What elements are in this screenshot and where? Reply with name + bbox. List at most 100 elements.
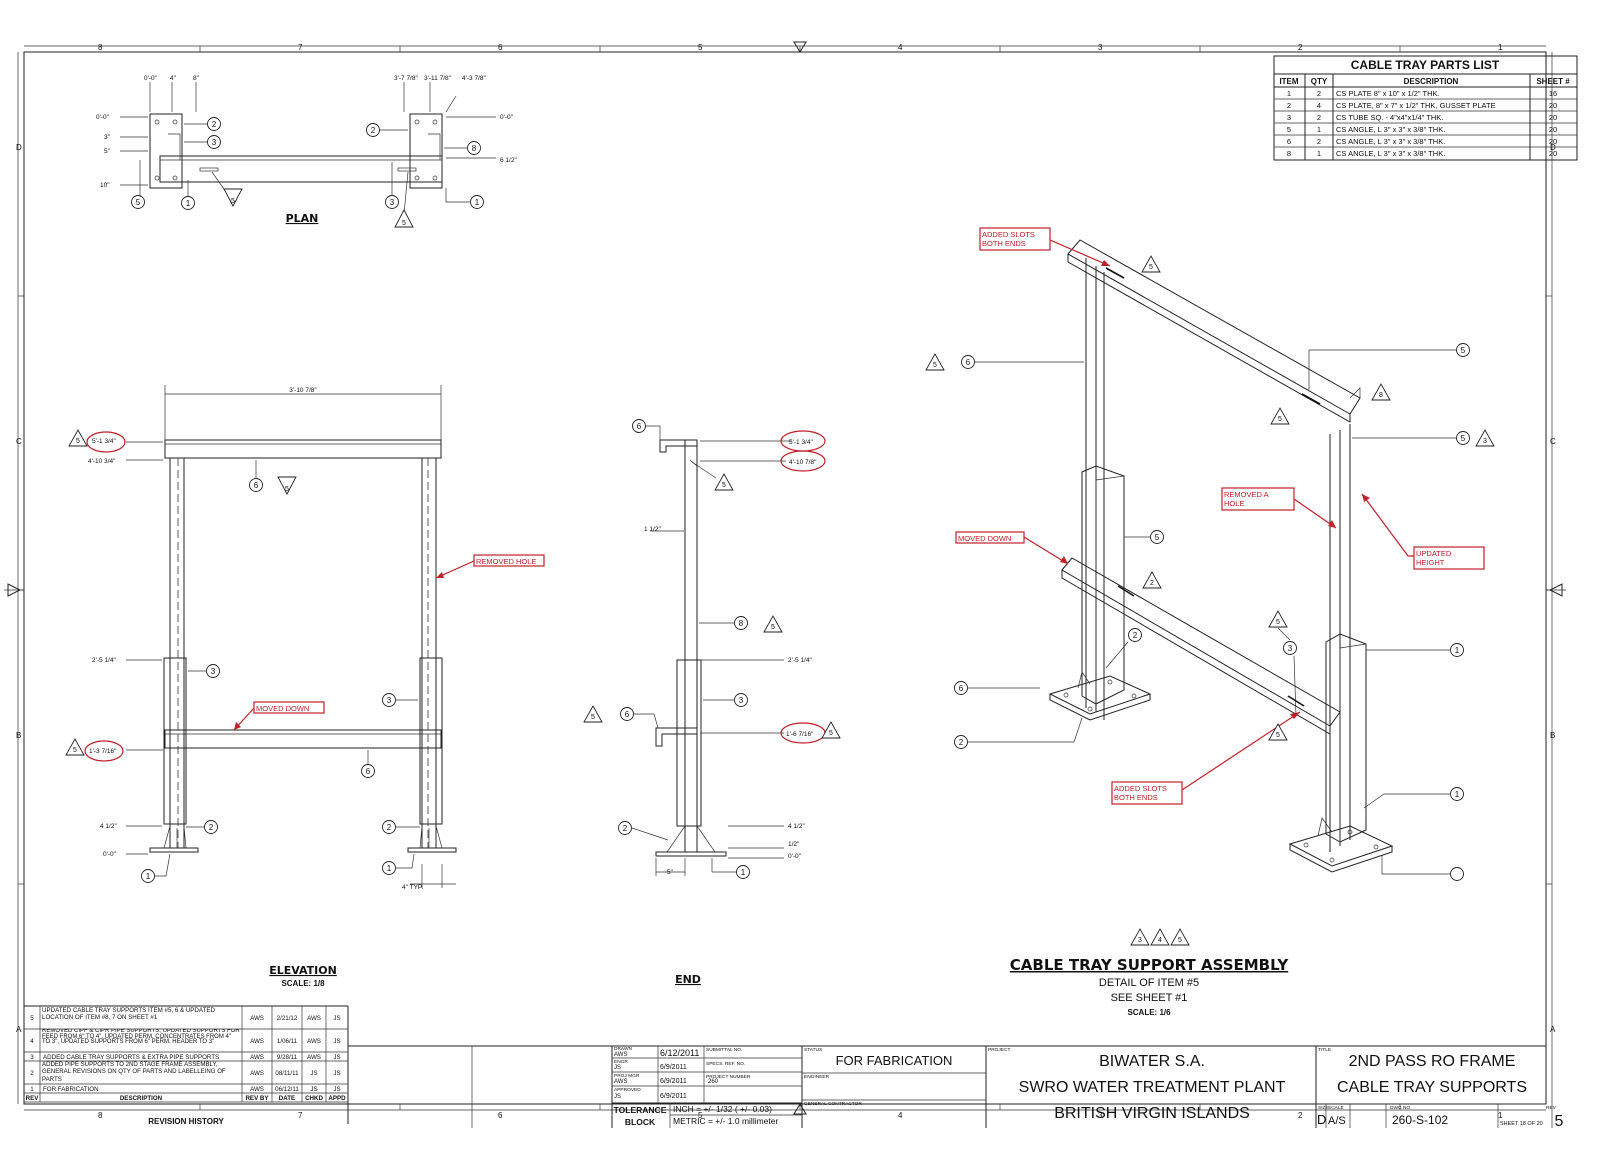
tolerance-label: TOLERANCE: [614, 1105, 667, 1115]
callout-bubble: 6: [966, 358, 971, 367]
elevation-scale: SCALE: 1/8: [281, 979, 325, 988]
zone-row-left: A: [16, 1025, 22, 1034]
zone-col-bottom: 1: [1498, 1111, 1503, 1120]
plan-dim: 3'-7 7/8": [394, 75, 418, 82]
callout-bubble: 5: [1155, 533, 1160, 542]
parts-sheet: 20: [1549, 149, 1557, 158]
rev-header: APPD: [328, 1095, 346, 1102]
plan-dim: 3": [104, 134, 111, 141]
revision-triangle: 5: [829, 730, 833, 737]
plan-dim: 5": [104, 148, 111, 155]
callout-bubble: 1: [146, 872, 151, 881]
table-row: 1 FOR FABRICATION AWS 06/12/11 JS JS: [30, 1086, 340, 1093]
parts-list-header: DESCRIPTION: [1404, 77, 1459, 86]
end-dim: 4 1/2": [788, 823, 805, 830]
revision-triangle: 5: [1278, 416, 1282, 423]
callout-bubble: 2: [209, 823, 214, 832]
tb-value: 6/9/2011: [660, 1093, 687, 1100]
assembly-title: CABLE TRAY SUPPORT ASSEMBLY: [1010, 956, 1290, 974]
rev-number: 2: [30, 1070, 34, 1077]
rev-number: 1: [30, 1086, 34, 1093]
parts-item: 3: [1287, 113, 1291, 122]
callout-bubble: 5: [136, 198, 141, 207]
revision-triangle: 5: [231, 198, 235, 205]
plan-dim: 10": [100, 182, 110, 189]
revision-triangle: 5: [722, 482, 726, 489]
revision-triangle: 8: [1379, 392, 1383, 399]
zone-col-bottom: 4: [898, 1111, 903, 1120]
zone-col-bottom: 7: [298, 1111, 303, 1120]
drawing-title-line: CABLE TRAY SUPPORTS: [1337, 1079, 1527, 1096]
callout-bubble: 3: [387, 696, 392, 705]
size-value: D: [1317, 1112, 1326, 1127]
callout-bubble: 2: [212, 120, 217, 129]
tb-value: JS: [614, 1065, 621, 1071]
elevation-dim: 0'-0": [103, 851, 117, 858]
rev-header: CHKD: [305, 1095, 323, 1102]
zone-row-right: D: [1550, 143, 1556, 152]
tb-label: SUBMITTAL NO.: [706, 1047, 742, 1053]
rev-appd: JS: [333, 1070, 340, 1077]
revision-triangle: 5: [591, 714, 595, 721]
parts-qty: 2: [1317, 113, 1321, 122]
plan-dim: 8": [193, 75, 200, 82]
revision-triangle: 5: [76, 438, 80, 445]
end-dim: 2'-5 1/4": [788, 657, 812, 664]
tb-label: SCALE: [1328, 1105, 1344, 1111]
parts-item: 6: [1287, 137, 1291, 146]
zone-col-top: 8: [98, 43, 103, 52]
rev-by: AWS: [250, 1038, 264, 1045]
revision-triangle: 5: [933, 362, 937, 369]
table-row: 5 1 CS ANGLE, L 3" x 3" x 3/8" THK. 20: [1287, 125, 1557, 134]
table-row: 5 UPDATED CABLE TRAY SUPPORTS ITEM #5, 6…: [30, 1007, 340, 1022]
parts-qty: 1: [1317, 149, 1321, 158]
end-dim: 1 1/2": [644, 526, 661, 533]
status-value: FOR FABRICATION: [836, 1053, 953, 1068]
tolerance-metric: METRIC = +/- 1.0 millimeter: [673, 1116, 778, 1126]
parts-qty: 2: [1317, 137, 1321, 146]
revision-triangle: 5: [1276, 732, 1280, 739]
callout-bubble: 2: [623, 824, 628, 833]
zone-row-left: D: [16, 143, 22, 152]
tb-value: 6/9/2011: [660, 1078, 687, 1085]
rev-number: 3: [30, 1054, 34, 1061]
callout-bubble: 8: [472, 144, 477, 153]
zone-labels: 8 7 6 5 4 3 2 1 8 7 6 5 4 3 2 1 D C B A …: [16, 43, 1556, 1120]
rev-header: DATE: [279, 1095, 295, 1102]
rev-header: DESCRIPTION: [120, 1095, 163, 1102]
tb-label: SIZE: [1318, 1105, 1329, 1111]
zone-row-right: A: [1550, 1025, 1556, 1034]
tb-label: SPECS. REF. NO.: [706, 1061, 745, 1067]
tolerance-label: BLOCK: [625, 1117, 656, 1127]
callout-bubble: 8: [739, 619, 744, 628]
callout-bubble: 2: [1133, 631, 1138, 640]
end-view: 5'-1 3/4" 4'-10 7/8" 1 1/2" 2'-5 1/4" 1'…: [583, 419, 841, 986]
parts-description: CS TUBE SQ. - 4"x4"x1/4" THK.: [1336, 113, 1443, 122]
zone-row-right: C: [1550, 437, 1556, 446]
table-row: 3 2 CS TUBE SQ. - 4"x4"x1/4" THK. 20: [1287, 113, 1557, 122]
callout-bubble: 1: [1455, 790, 1460, 799]
rev-description: UPDATED CABLE TRAY SUPPORTS ITEM #5, 6 &…: [42, 1007, 215, 1021]
rev-description: ADDED PIPE SUPPORTS TO 2ND STAGE FRAME A…: [42, 1061, 226, 1083]
tb-value: 260: [708, 1079, 719, 1085]
zone-col-bottom: 8: [98, 1111, 103, 1120]
tb-label: DRAWN: [614, 1046, 632, 1052]
rev-chkd: AWS: [307, 1054, 321, 1061]
revision-history-title: REVISION HISTORY: [148, 1117, 224, 1126]
tb-value: JS: [614, 1094, 621, 1100]
callout-bubble: 3: [1288, 644, 1293, 653]
title-block: DRAWN ENGR PROJ MGR APPROVED SUBMITTAL N…: [348, 1045, 1564, 1130]
revision-triangle: 5: [73, 747, 77, 754]
table-row: 2 ADDED PIPE SUPPORTS TO 2ND STAGE FRAME…: [30, 1061, 340, 1083]
tb-label: PROJECT: [988, 1047, 1010, 1053]
callout-bubble: 1: [741, 868, 746, 877]
tb-value: AWS: [614, 1052, 627, 1058]
parts-list-header: SHEET #: [1536, 77, 1570, 86]
revision-note: MOVED DOWN: [958, 534, 1011, 543]
tb-value: AWS: [614, 1079, 627, 1085]
tolerance-inch: INCH = +/- 1/32 ( +/- 0.03): [673, 1104, 772, 1114]
parts-description: CS ANGLE, L 3" x 3" x 3/8" THK.: [1336, 149, 1445, 158]
rev-date: 1/06/11: [277, 1038, 298, 1045]
